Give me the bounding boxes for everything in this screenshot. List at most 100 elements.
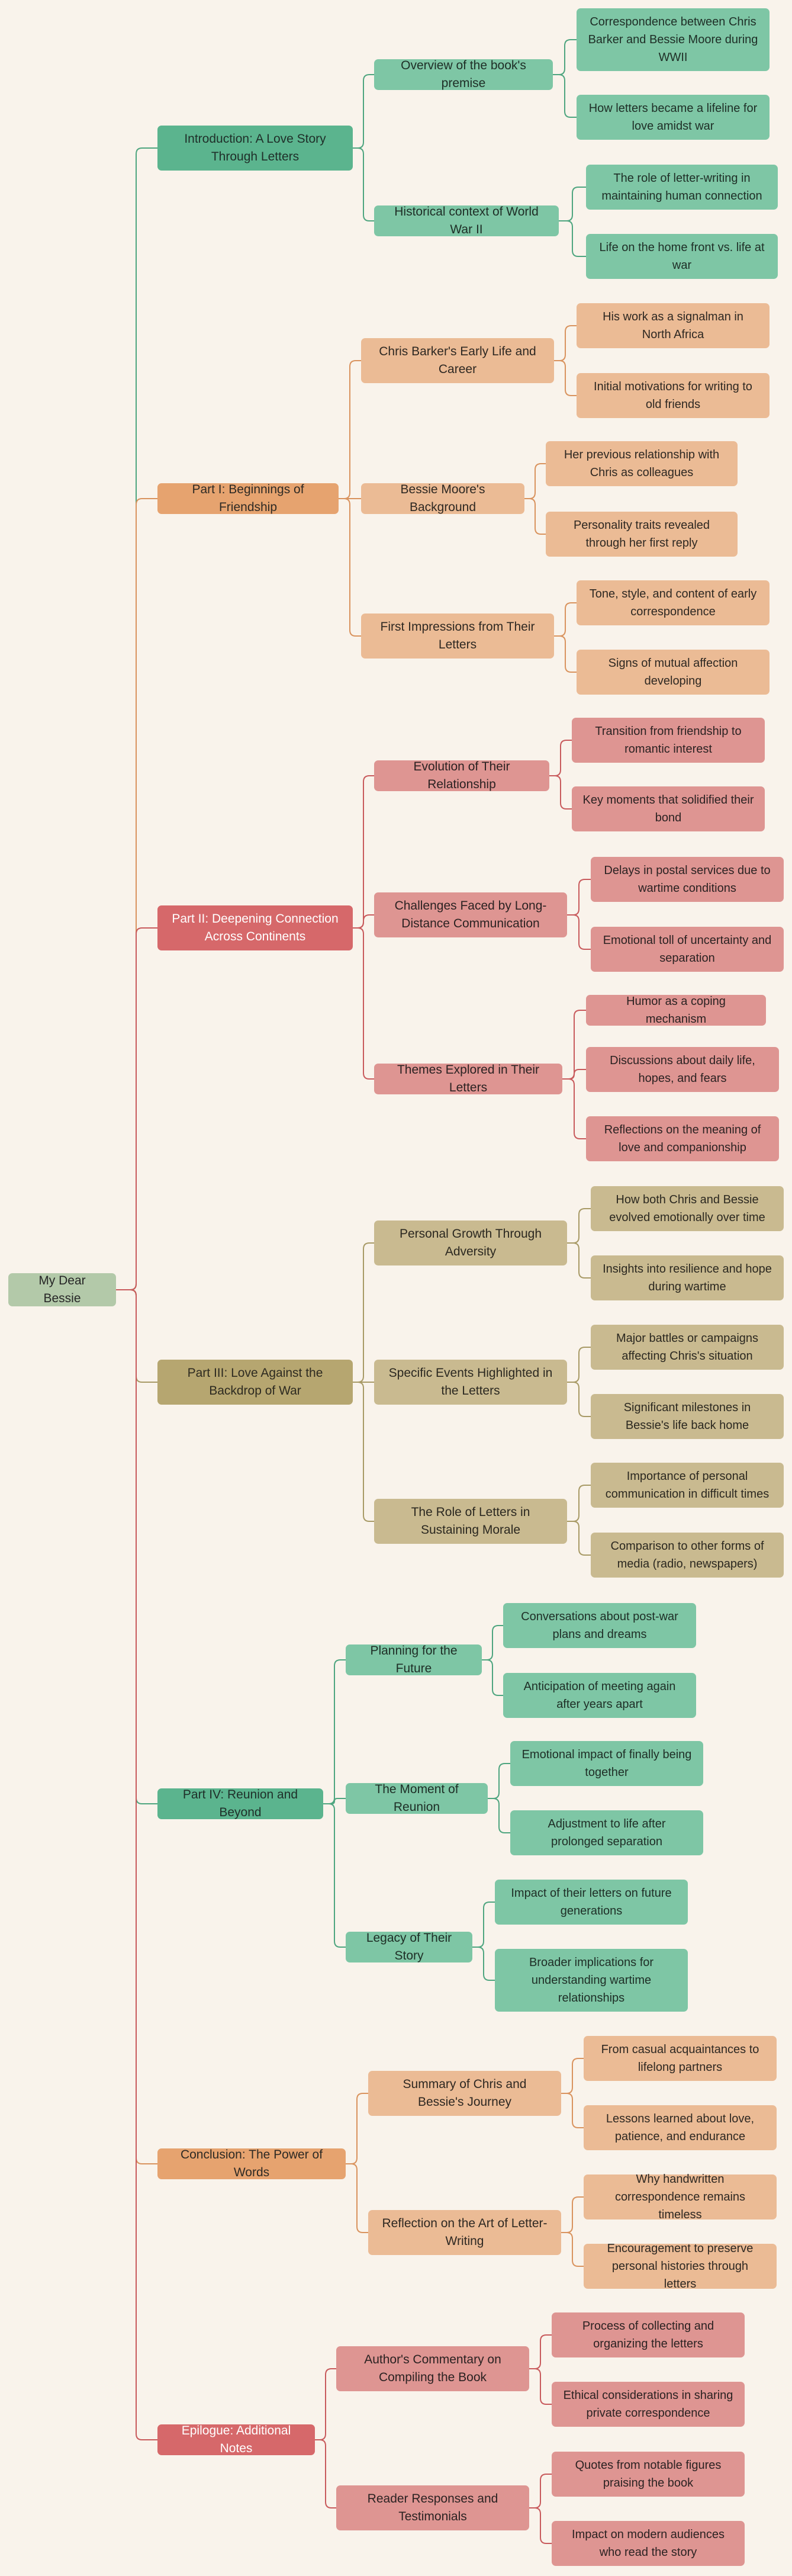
point-node[interactable]: Reflections on the meaning of love and c… xyxy=(586,1116,779,1161)
connector-line xyxy=(529,2334,552,2369)
point-node[interactable]: His work as a signalman in North Africa xyxy=(577,303,770,348)
connector-line xyxy=(567,1347,591,1383)
connector-line xyxy=(116,498,157,1290)
connector-line xyxy=(353,927,374,1080)
point-node[interactable]: Broader implications for understanding w… xyxy=(495,1949,688,2012)
connector-line xyxy=(482,1659,503,1696)
point-node[interactable]: Discussions about daily life, hopes, and… xyxy=(586,1047,779,1092)
point-node[interactable]: Anticipation of meeting again after year… xyxy=(503,1673,696,1718)
topic-node[interactable]: Legacy of Their Story xyxy=(346,1931,472,1962)
point-node[interactable]: Emotional impact of finally being togeth… xyxy=(510,1741,703,1786)
connector-line xyxy=(339,498,361,637)
point-node[interactable]: Comparison to other forms of media (radi… xyxy=(591,1533,784,1578)
connector-line xyxy=(561,2093,584,2128)
connector-line xyxy=(346,2163,368,2233)
connector-line xyxy=(567,1382,591,1417)
point-node[interactable]: Ethical considerations in sharing privat… xyxy=(552,2382,745,2427)
section-node[interactable]: Part III: Love Against the Backdrop of W… xyxy=(157,1360,353,1405)
point-node[interactable]: Signs of mutual affection developing xyxy=(577,650,770,695)
point-node[interactable]: Why handwritten correspondence remains t… xyxy=(584,2173,777,2221)
point-node[interactable]: Personality traits revealed through her … xyxy=(546,512,738,557)
point-node[interactable]: Significant milestones in Bessie's life … xyxy=(591,1394,784,1439)
connector-line xyxy=(353,775,374,929)
connector-line xyxy=(353,147,374,221)
point-node[interactable]: Emotional toll of uncertainty and separa… xyxy=(591,927,784,972)
point-node[interactable]: Insights into resilience and hope during… xyxy=(591,1255,784,1300)
topic-node[interactable]: Planning for the Future xyxy=(346,1644,482,1675)
topic-node[interactable]: Personal Growth Through Adversity xyxy=(374,1220,567,1265)
topic-node[interactable]: Challenges Faced by Long-Distance Commun… xyxy=(374,892,567,937)
section-node[interactable]: Part II: Deepening Connection Across Con… xyxy=(157,905,353,950)
connector-line xyxy=(554,602,577,637)
connector-line xyxy=(482,1625,503,1660)
connector-line xyxy=(524,498,546,535)
point-node[interactable]: Impact of their letters on future genera… xyxy=(495,1880,688,1925)
topic-node[interactable]: Reflection on the Art of Letter-Writing xyxy=(368,2210,561,2255)
connector-line xyxy=(529,2474,552,2508)
point-node[interactable]: Major battles or campaigns affecting Chr… xyxy=(591,1325,784,1370)
point-node[interactable]: Quotes from notable figures praising the… xyxy=(552,2452,745,2497)
section-node[interactable]: Part IV: Reunion and Beyond xyxy=(157,1788,323,1819)
point-node[interactable]: From casual acquaintances to lifelong pa… xyxy=(584,2036,777,2081)
topic-node[interactable]: Bessie Moore's Background xyxy=(361,483,524,514)
connector-line xyxy=(554,325,577,361)
connector-line xyxy=(562,1069,586,1080)
root-node[interactable]: My Dear Bessie xyxy=(8,1273,116,1306)
point-node[interactable]: Importance of personal communication in … xyxy=(591,1463,784,1508)
connector-line xyxy=(524,463,546,499)
topic-node[interactable]: Specific Events Highlighted in the Lette… xyxy=(374,1360,567,1405)
point-node[interactable]: Transition from friendship to romantic i… xyxy=(572,718,765,763)
point-node[interactable]: Key moments that solidified their bond xyxy=(572,786,765,831)
topic-node[interactable]: The Role of Letters in Sustaining Morale xyxy=(374,1499,567,1544)
connector-line xyxy=(116,1289,157,1804)
point-node[interactable]: Adjustment to life after prolonged separ… xyxy=(510,1810,703,1855)
connector-line xyxy=(323,1803,346,1948)
point-node[interactable]: Encouragement to preserve personal histo… xyxy=(584,2242,777,2291)
connector-line xyxy=(353,74,374,149)
topic-node[interactable]: Overview of the book's premise xyxy=(374,59,553,90)
connector-line xyxy=(561,2232,584,2267)
connector-line xyxy=(116,1289,157,2440)
point-node[interactable]: Tone, style, and content of early corres… xyxy=(577,580,770,625)
section-node[interactable]: Conclusion: The Power of Words xyxy=(157,2148,346,2179)
connector-line xyxy=(559,220,586,257)
section-node[interactable]: Epilogue: Additional Notes xyxy=(157,2424,315,2455)
point-node[interactable]: How both Chris and Bessie evolved emotio… xyxy=(591,1186,784,1231)
point-node[interactable]: Conversations about post-war plans and d… xyxy=(503,1603,696,1648)
point-node[interactable]: The role of letter-writing in maintainin… xyxy=(586,165,778,210)
connector-line xyxy=(567,879,591,916)
connector-line xyxy=(472,1902,495,1948)
connector-line xyxy=(562,1010,586,1080)
connector-line xyxy=(116,1289,157,1383)
topic-node[interactable]: Evolution of Their Relationship xyxy=(374,760,549,791)
point-node[interactable]: Impact on modern audiences who read the … xyxy=(552,2521,745,2566)
point-node[interactable]: Delays in postal services due to wartime… xyxy=(591,857,784,902)
topic-node[interactable]: Chris Barker's Early Life and Career xyxy=(361,338,554,383)
connector-line xyxy=(315,2439,336,2508)
point-node[interactable]: Lessons learned about love, patience, an… xyxy=(584,2105,777,2150)
connector-line xyxy=(353,1242,374,1383)
point-node[interactable]: Humor as a coping mechanism xyxy=(586,995,766,1026)
connector-line xyxy=(562,1078,586,1139)
topic-node[interactable]: Historical context of World War II xyxy=(374,205,559,236)
connector-line xyxy=(323,1659,346,1804)
section-node[interactable]: Part I: Beginnings of Friendship xyxy=(157,483,339,514)
connector-line xyxy=(472,1947,495,1981)
topic-node[interactable]: First Impressions from Their Letters xyxy=(361,614,554,659)
topic-node[interactable]: Author's Commentary on Compiling the Boo… xyxy=(336,2346,529,2391)
topic-node[interactable]: Themes Explored in Their Letters xyxy=(374,1063,562,1094)
connector-line xyxy=(561,2058,584,2094)
point-node[interactable]: Initial motivations for writing to old f… xyxy=(577,373,770,418)
point-node[interactable]: Life on the home front vs. life at war xyxy=(586,234,778,279)
topic-node[interactable]: Reader Responses and Testimonials xyxy=(336,2485,529,2530)
connector-line xyxy=(559,187,586,221)
section-node[interactable]: Introduction: A Love Story Through Lette… xyxy=(157,126,353,171)
point-node[interactable]: Correspondence between Chris Barker and … xyxy=(577,8,770,71)
point-node[interactable]: Her previous relationship with Chris as … xyxy=(546,441,738,486)
point-node[interactable]: Process of collecting and organizing the… xyxy=(552,2312,745,2357)
point-node[interactable]: How letters became a lifeline for love a… xyxy=(577,95,770,140)
connector-line xyxy=(116,1289,157,2164)
connector-line xyxy=(346,2093,368,2164)
topic-node[interactable]: Summary of Chris and Bessie's Journey xyxy=(368,2071,561,2116)
topic-node[interactable]: The Moment of Reunion xyxy=(346,1782,488,1814)
